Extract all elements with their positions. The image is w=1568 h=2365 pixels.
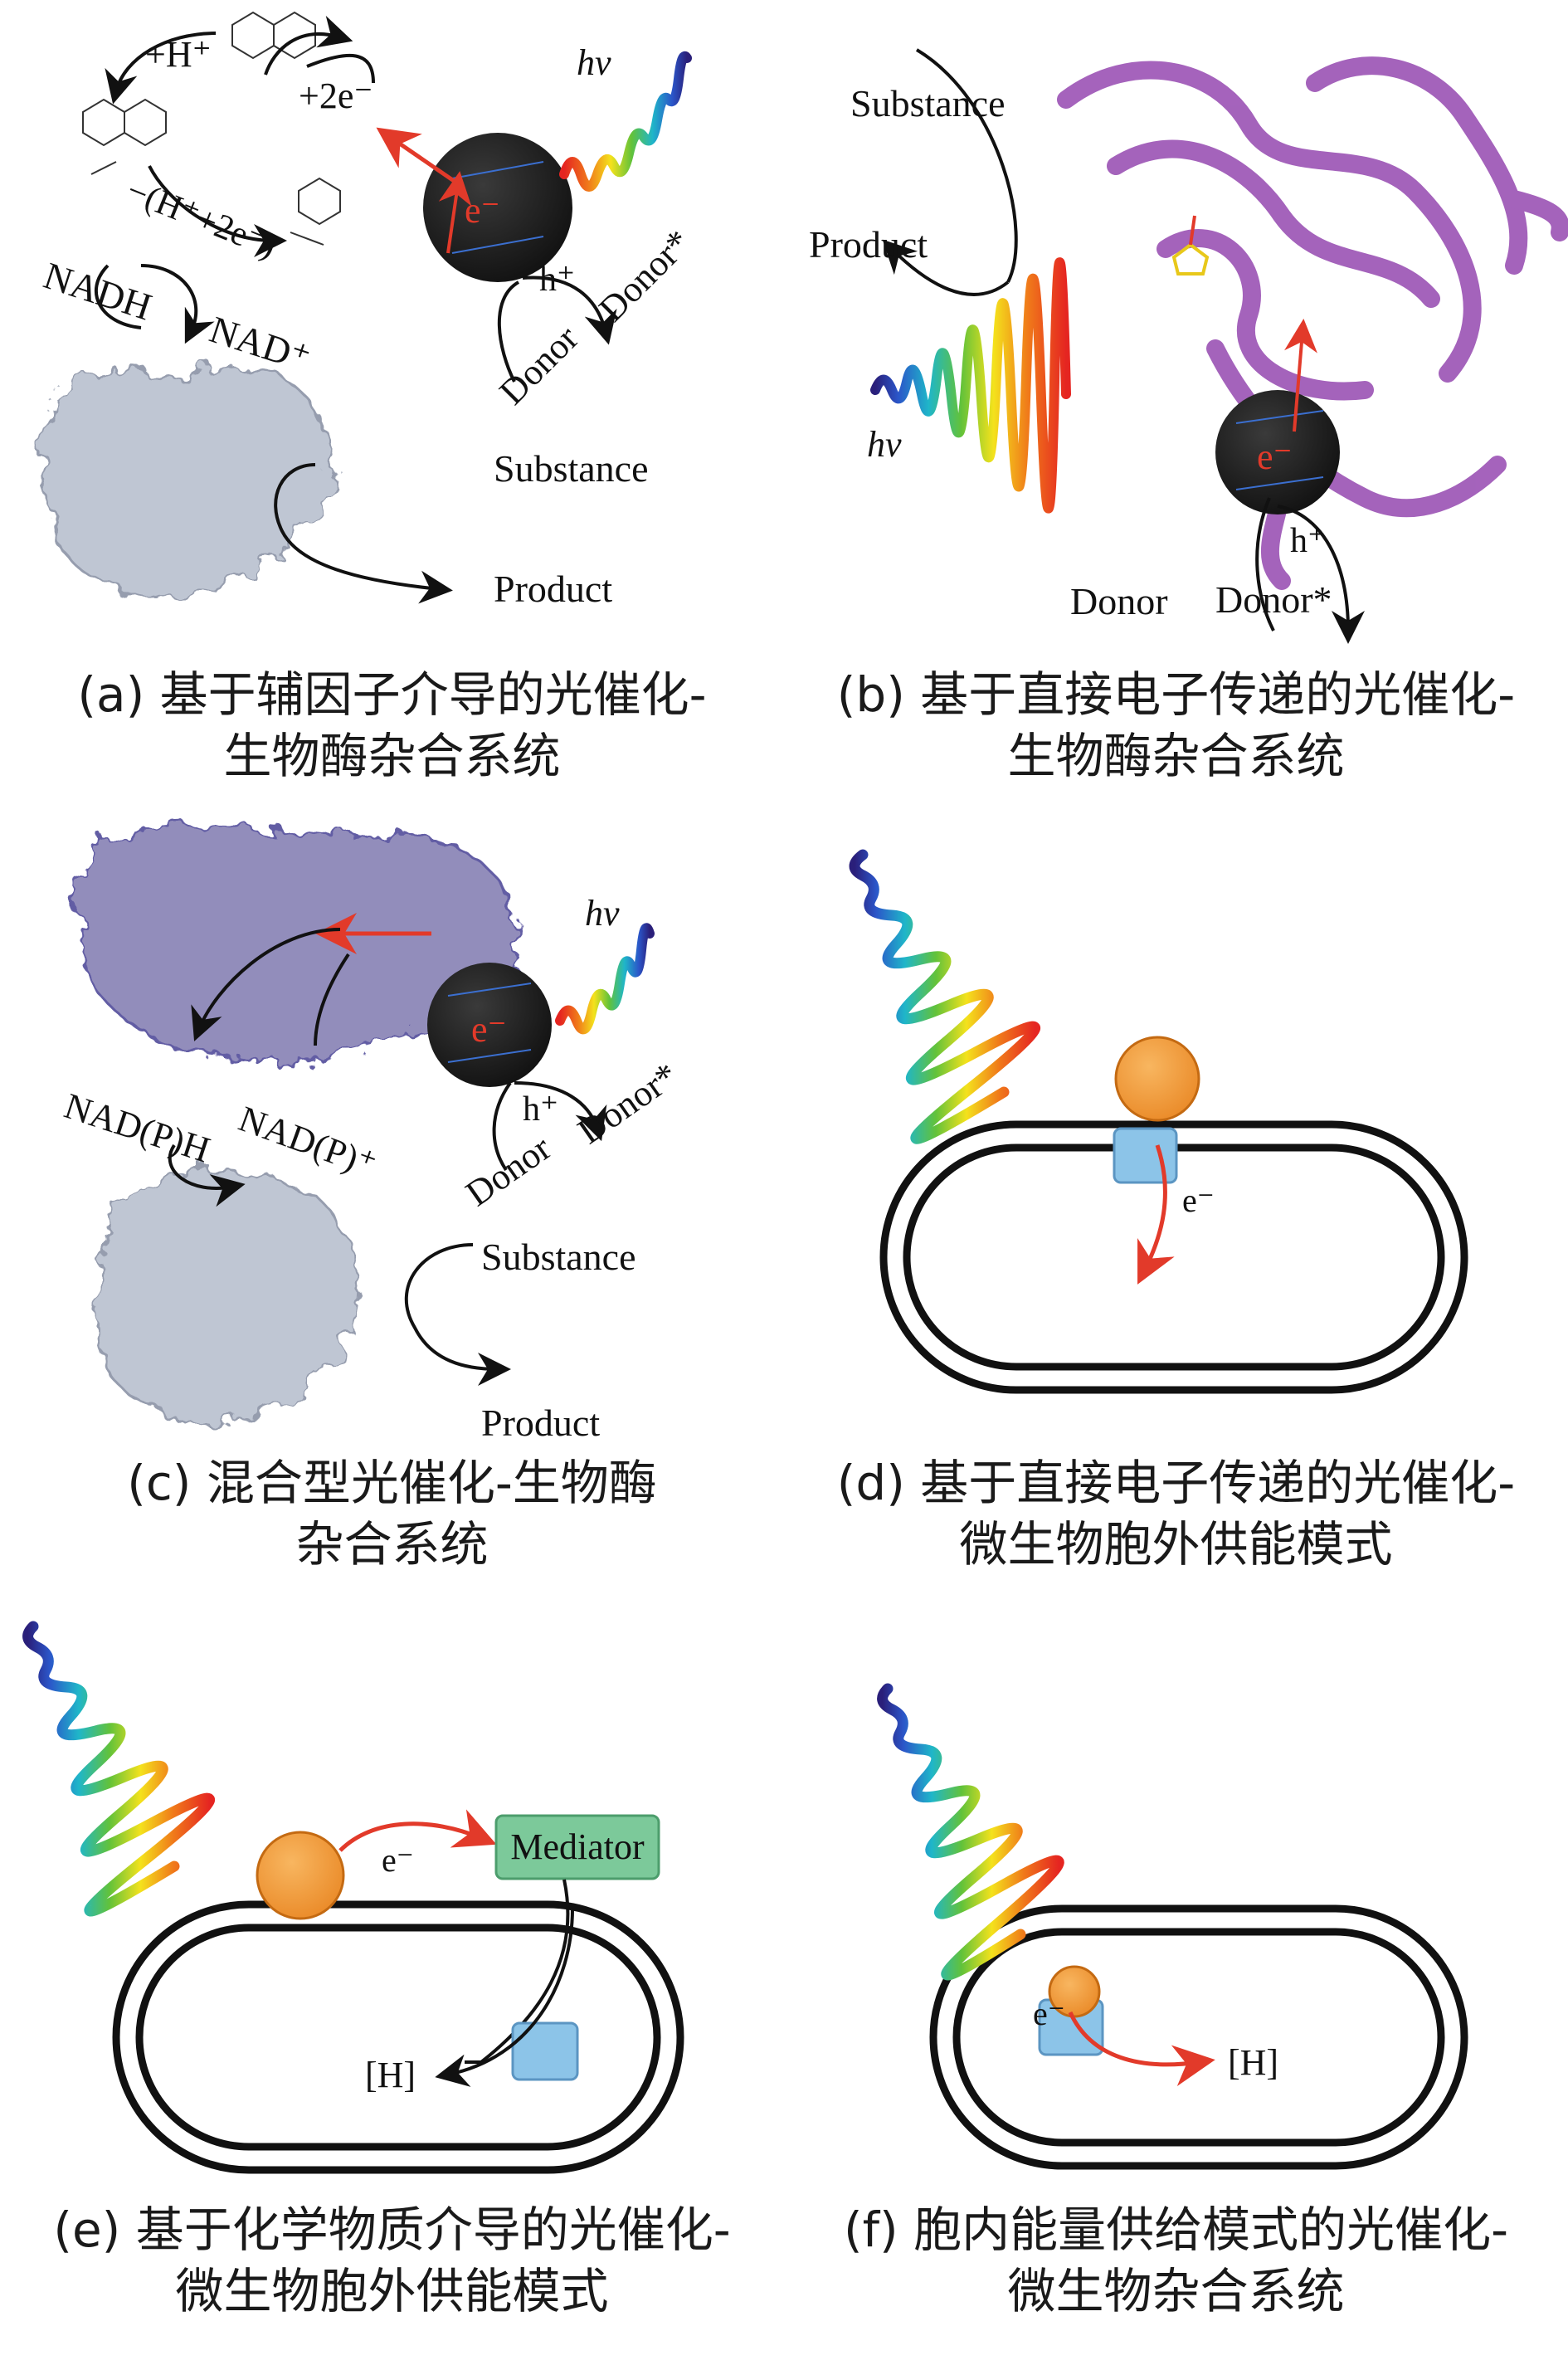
caption-d-line-1: (d) 基于直接电子传递的光催化- <box>836 1455 1516 1511</box>
caption-b-line-1: (b) 基于直接电子传递的光催化- <box>836 666 1516 723</box>
cell-membrane <box>112 1900 684 2174</box>
label-two-electrons: +2e⁻ <box>299 76 373 116</box>
panel-b-diagram: Substance Product hν e⁻ h⁺ Donor Donor* <box>809 48 1568 644</box>
label-nadph: NAD(P)H <box>60 1085 215 1171</box>
caption-c: (c) 混合型光催化-生物酶 杂合系统 <box>0 1452 784 1575</box>
label-substance: Substance <box>494 447 649 490</box>
light-wave <box>849 849 1040 1144</box>
caption-d: (d) 基于直接电子传递的光催化- 微生物胞外供能模式 <box>784 1452 1568 1575</box>
panel-a: +H⁺ +2e⁻ −(H⁺+2e⁻) NADH NAD⁺ Substance P… <box>0 0 784 784</box>
label-donor-star: Donor* <box>591 222 699 329</box>
caption-c-line-1: (c) 混合型光催化-生物酶 <box>127 1455 657 1511</box>
caption-b: (b) 基于直接电子传递的光催化- 生物酶杂合系统 <box>784 664 1568 787</box>
light-wave <box>877 1683 1064 1981</box>
panel-a-diagram: +H⁺ +2e⁻ −(H⁺+2e⁻) NADH NAD⁺ Substance P… <box>39 11 699 610</box>
label-donor: Donor <box>459 1127 558 1214</box>
mediator-label: Mediator <box>510 1826 645 1867</box>
cell-membrane <box>929 1904 1468 2170</box>
label-electron: e⁻ <box>471 1009 507 1050</box>
panel-d-diagram: e⁻ <box>849 849 1468 1394</box>
label-hv: hν <box>577 42 611 83</box>
enzyme-bottom <box>97 1170 360 1421</box>
label-electron: e⁻ <box>1033 1995 1065 2032</box>
mediator-box <box>494 1814 660 1880</box>
caption-b-line-2: 生物酶杂合系统 <box>1007 728 1345 784</box>
caption-c-line-2: 杂合系统 <box>295 1516 489 1573</box>
panel-e-diagram: Mediator e⁻ [H] <box>22 1621 684 2174</box>
label-h: [H] <box>365 2055 416 2095</box>
label-nadh: NADH <box>39 254 157 329</box>
label-product: Product <box>494 568 612 610</box>
caption-d-line-2: 微生物胞外供能模式 <box>959 1516 1393 1573</box>
light-wave <box>555 923 655 1035</box>
enzyme-box <box>511 2021 579 2081</box>
caption-f: (f) 胞内能量供给模式的光催化- 微生物杂合系统 <box>784 2199 1568 2322</box>
label-hplus-top: +H⁺ <box>145 34 212 75</box>
caption-a-line-2: 生物酶杂合系统 <box>223 728 561 784</box>
caption-e: (e) 基于化学物质介导的光催化- 微生物胞外供能模式 <box>0 2199 784 2322</box>
light-wave <box>22 1621 215 1917</box>
active-site <box>1171 215 1210 276</box>
label-electron: e⁻ <box>465 190 500 231</box>
caption-f-line-2: 微生物杂合系统 <box>1007 2263 1345 2319</box>
label-donor-star: Donor* <box>571 1055 685 1152</box>
caption-e-line-2: 微生物胞外供能模式 <box>175 2263 609 2319</box>
panel-f-diagram: e⁻ [H] <box>877 1683 1468 2170</box>
semiconductor-particle <box>423 133 572 282</box>
label-hole: h⁺ <box>539 261 575 299</box>
panel-d: e⁻ (d) 基于直接电子传递的光催化- 微生物胞外供能模式 <box>784 797 1568 1573</box>
label-h: [H] <box>1228 2042 1278 2083</box>
label-electron: e⁻ <box>1257 436 1293 477</box>
label-donor: Donor <box>1070 580 1168 622</box>
panel-f: e⁻ [H] (f) 胞内能量供给模式的光催化- 微生物杂合系统 <box>784 1593 1568 2365</box>
label-substance: Substance <box>850 82 1006 124</box>
label-substance: Substance <box>481 1236 636 1278</box>
enzyme-protein <box>41 366 335 601</box>
enzyme-ribbon <box>1057 56 1568 590</box>
light-wave <box>559 51 692 192</box>
label-electron: e⁻ <box>382 1841 414 1879</box>
label-product: Product <box>809 223 928 266</box>
label-nadp-plus: NAD(P)⁺ <box>234 1098 382 1185</box>
photocatalyst-particle <box>256 1831 345 1920</box>
caption-e-line-1: (e) 基于化学物质介导的光催化- <box>53 2202 731 2258</box>
label-hole: h⁺ <box>1290 522 1326 560</box>
light-wave <box>870 257 1071 514</box>
label-hv: hν <box>867 424 902 465</box>
label-hv: hν <box>585 893 620 934</box>
panel-e: Mediator e⁻ [H] (e) 基于化学物质介导的光催化- 微生物胞外供… <box>0 1593 784 2365</box>
label-product: Product <box>481 1402 600 1444</box>
panel-b: Substance Product hν e⁻ h⁺ Donor Donor* … <box>784 0 1568 784</box>
label-hole: h⁺ <box>523 1090 558 1129</box>
cofactor-molecules <box>82 11 341 246</box>
label-h-2e: −(H⁺+2e⁻) <box>121 172 281 266</box>
panel-c: hν e⁻ h⁺ Donor Donor* NAD(P)H NAD(P)⁺ Su… <box>0 797 784 1573</box>
panel-c-diagram: hν e⁻ h⁺ Donor Donor* NAD(P)H NAD(P)⁺ Su… <box>60 825 685 1444</box>
caption-f-line-1: (f) 胞内能量供给模式的光催化- <box>843 2202 1509 2258</box>
photocatalyst-particle <box>1114 1036 1200 1122</box>
label-electron: e⁻ <box>1182 1182 1215 1219</box>
label-donor-star: Donor* <box>1215 578 1332 621</box>
caption-a: (a) 基于辅因子介导的光催化- 生物酶杂合系统 <box>0 664 784 787</box>
caption-a-line-1: (a) 基于辅因子介导的光催化- <box>77 666 707 723</box>
enzyme-box <box>1113 1127 1178 1184</box>
